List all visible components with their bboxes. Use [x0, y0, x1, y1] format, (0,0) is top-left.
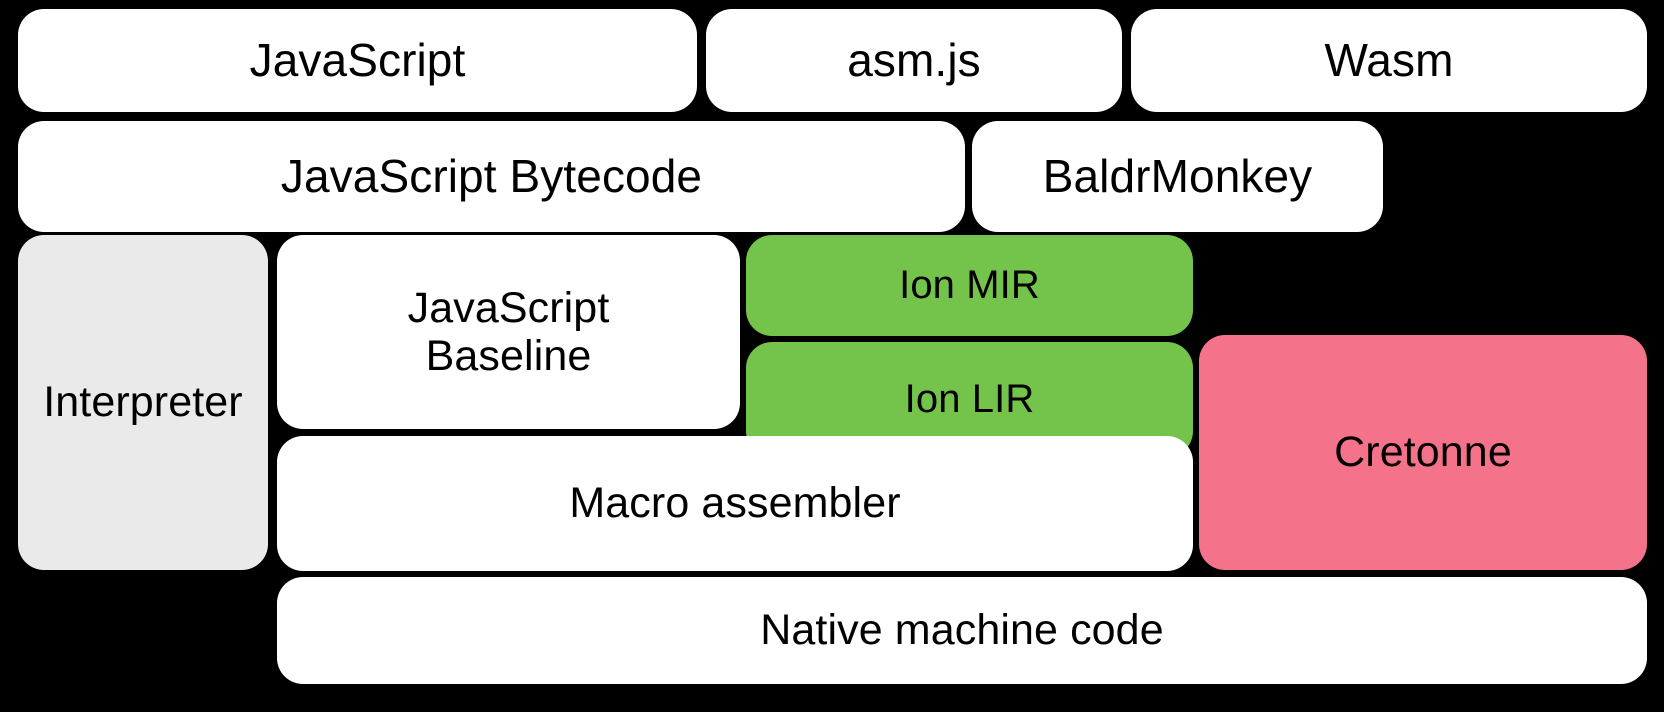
- node-asm-js[interactable]: asm.js: [706, 9, 1122, 112]
- node-ion-mir[interactable]: Ion MIR: [746, 235, 1193, 336]
- node-cretonne[interactable]: Cretonne: [1199, 335, 1647, 570]
- node-interpreter[interactable]: Interpreter: [18, 235, 268, 570]
- node-javascript-bytecode[interactable]: JavaScript Bytecode: [18, 121, 965, 232]
- node-javascript[interactable]: JavaScript: [18, 9, 697, 112]
- node-javascript-baseline[interactable]: JavaScript Baseline: [277, 235, 740, 429]
- node-wasm[interactable]: Wasm: [1131, 9, 1647, 112]
- node-native-machine-code[interactable]: Native machine code: [277, 577, 1647, 684]
- node-baldrmonkey[interactable]: BaldrMonkey: [972, 121, 1383, 232]
- node-macro-assembler[interactable]: Macro assembler: [277, 436, 1193, 571]
